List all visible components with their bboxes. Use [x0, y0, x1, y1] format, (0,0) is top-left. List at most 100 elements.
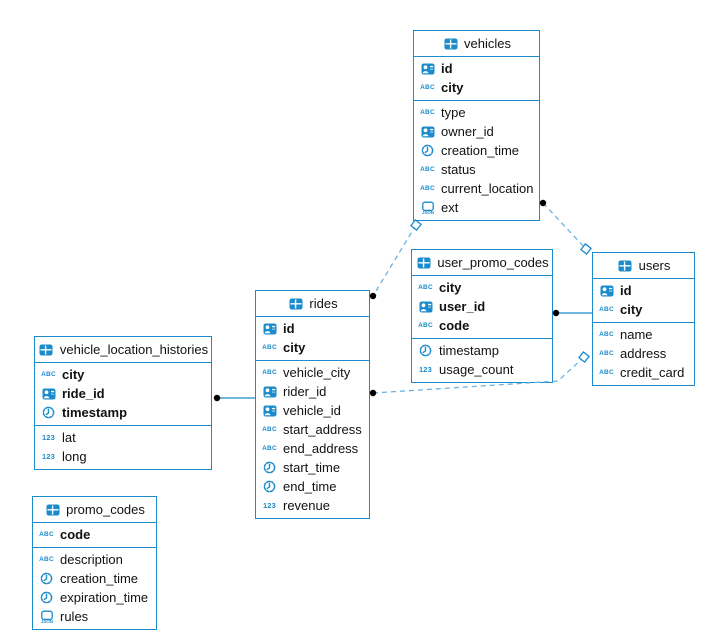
column-name: lat [62, 430, 76, 445]
table-icon [287, 298, 304, 310]
column-name: rider_id [283, 384, 327, 399]
table-icon [442, 38, 459, 50]
column-row-id: id [256, 319, 369, 338]
column-name: type [441, 105, 466, 120]
person-id-icon [261, 323, 278, 335]
column-name: ext [441, 200, 459, 215]
column-row-rider_id: rider_id [256, 382, 369, 401]
table-header: user_promo_codes [412, 250, 552, 276]
abc-text-type-icon: ABC [420, 84, 435, 91]
column-name: timestamp [439, 343, 499, 358]
column-name: code [60, 527, 91, 542]
table-icon [44, 504, 61, 516]
table-header: vehicles [414, 31, 539, 57]
column-name: city [620, 302, 643, 317]
table-title: vehicle_location_histories [59, 342, 209, 357]
column-row-id: id [593, 281, 694, 300]
svg-text:JSON: JSON [41, 619, 53, 624]
table-icon [617, 260, 634, 272]
column-row-lat: 123 lat [35, 428, 211, 447]
relationship-vehicles-users [542, 202, 587, 250]
column-row-ride_id: ride_id [35, 384, 211, 403]
table-header: promo_codes [33, 497, 156, 523]
connection-dot [552, 309, 560, 317]
table-title: users [638, 258, 671, 273]
json-type-icon: JSON [38, 610, 55, 624]
table-header: users [593, 253, 694, 279]
column-name: city [441, 80, 464, 95]
column-row-expiration_time: expiration_time [33, 588, 156, 607]
abc-text-type-icon: ABC [41, 371, 56, 378]
column-name: code [439, 318, 470, 333]
person-id-icon [419, 63, 436, 75]
connection-diamond [580, 243, 592, 255]
abc-text-type-icon: ABC [262, 445, 277, 452]
column-row-city: ABC city [414, 78, 539, 97]
json-type-icon: JSON [419, 201, 436, 215]
column-row-owner_id: owner_id [414, 122, 539, 141]
column-name: address [620, 346, 667, 361]
person-id-icon [419, 126, 436, 138]
column-row-code: ABC code [412, 316, 552, 335]
column-name: credit_card [620, 365, 685, 380]
abc-text-type-icon: ABC [599, 331, 614, 338]
column-row-creation_time: creation_time [33, 569, 156, 588]
connection-diamond [410, 219, 422, 231]
column-row-id: id [414, 59, 539, 78]
clock-type-icon [40, 406, 57, 419]
column-name: id [620, 283, 632, 298]
abc-text-type-icon: ABC [262, 369, 277, 376]
column-name: end_address [283, 441, 359, 456]
column-row-type: ABC type [414, 103, 539, 122]
clock-type-icon [419, 144, 436, 157]
number-type-icon: 123 [41, 433, 56, 442]
table-title: rides [309, 296, 338, 311]
column-row-ext: JSON ext [414, 198, 539, 217]
column-name: ride_id [62, 386, 105, 401]
relationship-vehicles-rides [372, 224, 417, 297]
column-name: start_address [283, 422, 362, 437]
abc-text-type-icon: ABC [39, 531, 54, 538]
key-columns-section: ABC code [33, 523, 156, 548]
number-type-icon: 123 [41, 452, 56, 461]
svg-text:JSON: JSON [422, 210, 434, 215]
table-title: user_promo_codes [437, 255, 549, 270]
connection-dot [369, 292, 377, 300]
column-name: end_time [283, 479, 337, 494]
person-id-icon [40, 388, 57, 400]
column-name: status [441, 162, 476, 177]
person-id-icon [261, 405, 278, 417]
abc-text-type-icon: ABC [420, 109, 435, 116]
column-name: city [283, 340, 306, 355]
abc-text-type-icon: ABC [418, 322, 433, 329]
clock-type-icon [261, 480, 278, 493]
connection-diamond [578, 351, 590, 363]
connection-dot [369, 389, 377, 397]
column-row-start_time: start_time [256, 458, 369, 477]
abc-text-type-icon: ABC [262, 426, 277, 433]
